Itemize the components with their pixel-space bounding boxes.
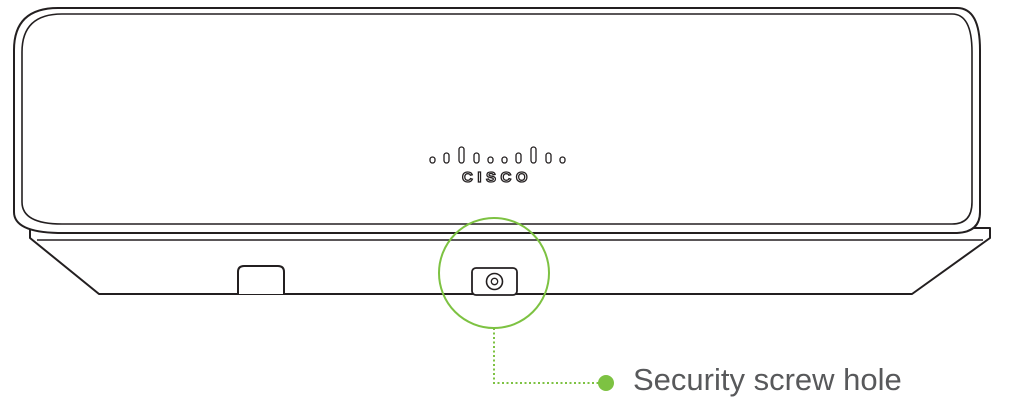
mounting-notch (237, 265, 285, 294)
cisco-logo-bar (545, 152, 552, 164)
cisco-logo-bar (515, 152, 522, 164)
top-cover-outer (13, 7, 981, 234)
cisco-logo-bar (443, 152, 450, 164)
callout-dot (598, 375, 614, 391)
cisco-logo-bar (458, 146, 465, 164)
callout-leader-line (493, 328, 606, 384)
screw-hole-inner-ring (490, 277, 499, 286)
cisco-logo-bar (487, 156, 494, 164)
cisco-logo-bar (473, 152, 480, 164)
security-screw-hole (471, 267, 518, 296)
cisco-logo: CISCO (429, 146, 566, 187)
device-top-cover (13, 7, 981, 234)
cisco-logo-bar (530, 146, 537, 164)
cisco-logo-bar (559, 156, 566, 164)
callout-label: Security screw hole (633, 362, 902, 397)
top-cover-inner-edge (21, 13, 973, 225)
cisco-logo-bar (429, 156, 436, 164)
cisco-logo-bars (429, 146, 566, 164)
cisco-wordmark: CISCO (462, 169, 532, 186)
cisco-logo-bar (501, 156, 508, 164)
